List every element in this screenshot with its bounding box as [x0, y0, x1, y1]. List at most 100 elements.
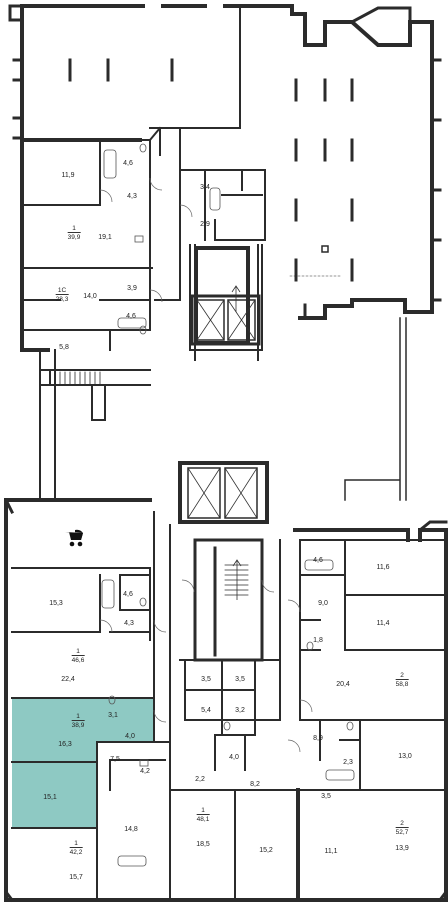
bath-icon: [117, 317, 147, 329]
room-area: 11,6: [376, 564, 390, 571]
room-area: 4,2: [140, 768, 150, 775]
room-area: 3,5: [235, 676, 245, 683]
room-area: 15,2: [259, 847, 273, 854]
room-area: 5,8: [59, 344, 69, 351]
room-area: 11,9: [61, 172, 75, 179]
stroller-icon: [65, 529, 83, 547]
room-area: 8,9: [313, 735, 323, 742]
room-area: 20,4: [336, 681, 350, 688]
lower-lift-frame: [178, 461, 269, 524]
toilet-icon: [223, 721, 231, 731]
door-arc: [149, 177, 163, 191]
room-area: 1,8: [313, 637, 323, 644]
room-area: 9,0: [318, 600, 328, 607]
lower-right-corners: [417, 520, 448, 903]
room-area: 7,5: [110, 756, 120, 763]
elevator-icon: [227, 299, 256, 341]
connector-walls: [39, 317, 407, 501]
toilet-icon: [139, 143, 147, 153]
elevator-icon: [196, 299, 225, 341]
toilet-icon: [306, 641, 314, 651]
room-area: 4,6: [313, 557, 323, 564]
elevator-icon: [224, 467, 258, 519]
bath-icon: [209, 187, 221, 211]
room-area: 4,3: [127, 193, 137, 200]
bath-icon: [103, 149, 117, 179]
toilet-icon: [139, 597, 147, 607]
room-area: 4,0: [125, 733, 135, 740]
room-area: 16,3: [58, 741, 72, 748]
lower-lift-box-2: [224, 467, 258, 519]
room-area: 3,5: [201, 676, 211, 683]
room-area: 4,6: [126, 313, 136, 320]
door-arc: [287, 739, 301, 753]
bath-icon: [304, 559, 334, 571]
room-area: 15,7: [69, 874, 83, 881]
door-arc: [181, 579, 195, 593]
room-area: 4,3: [124, 620, 134, 627]
room-area: 3,9: [127, 285, 137, 292]
lower-lift-box-1: [187, 467, 221, 519]
bath-icon: [117, 855, 147, 867]
door-arc: [287, 599, 301, 613]
lower-left-corner: [3, 497, 15, 903]
room-area: 13,0: [398, 753, 412, 760]
upper-corner-bastions: [8, 4, 442, 302]
toilet-icon: [346, 721, 354, 731]
room-area: 15,1: [43, 794, 57, 801]
room-area: 3,4: [200, 184, 210, 191]
room-area: 11,4: [376, 620, 390, 627]
room-area: 13,9: [395, 845, 409, 852]
door-arc: [153, 709, 167, 723]
room-area: 4,0: [229, 754, 239, 761]
room-area: 4,6: [123, 591, 133, 598]
room-area: 5,4: [201, 707, 211, 714]
room-area: 19,1: [98, 234, 112, 241]
bath-icon: [325, 769, 355, 781]
sink-icon: [134, 235, 144, 243]
upper-left-walls: [21, 126, 162, 351]
lower-right-walls: [297, 539, 447, 791]
stair-steps-2: [224, 564, 249, 596]
room-area: 3,2: [235, 707, 245, 714]
door-arc: [179, 204, 193, 218]
lift-box-2: [227, 299, 256, 341]
room-area: 14,8: [124, 826, 138, 833]
door-arc: [99, 619, 113, 633]
lift-frame: [190, 294, 261, 346]
room-area: 3,1: [108, 712, 118, 719]
elevator-icon: [187, 467, 221, 519]
lower-left-outer-wall: [4, 498, 300, 902]
lower-left-walls: [11, 511, 299, 901]
door-arc: [261, 579, 275, 593]
toilet-icon: [139, 325, 147, 335]
room-area: 14,0: [83, 293, 97, 300]
door-arc: [299, 699, 313, 713]
toilet-icon: [108, 695, 116, 705]
lift-box-1: [196, 299, 225, 341]
lower-core-thin: [169, 524, 281, 771]
room-area: 3,5: [321, 793, 331, 800]
room-area: 15,3: [49, 600, 63, 607]
room-area: 4,6: [123, 160, 133, 167]
door-arc: [99, 189, 113, 203]
room-area: 11,1: [324, 848, 338, 855]
bath-icon: [101, 579, 115, 609]
room-area: 22,4: [61, 676, 75, 683]
door-arc: [149, 289, 163, 303]
room-area: 8,2: [250, 781, 260, 788]
lower-right-outer-wall: [293, 528, 448, 902]
door-arc: [153, 619, 167, 633]
room-area: 2,2: [195, 776, 205, 783]
stairs-icon: [232, 559, 242, 600]
room-area: 2,9: [200, 221, 210, 228]
